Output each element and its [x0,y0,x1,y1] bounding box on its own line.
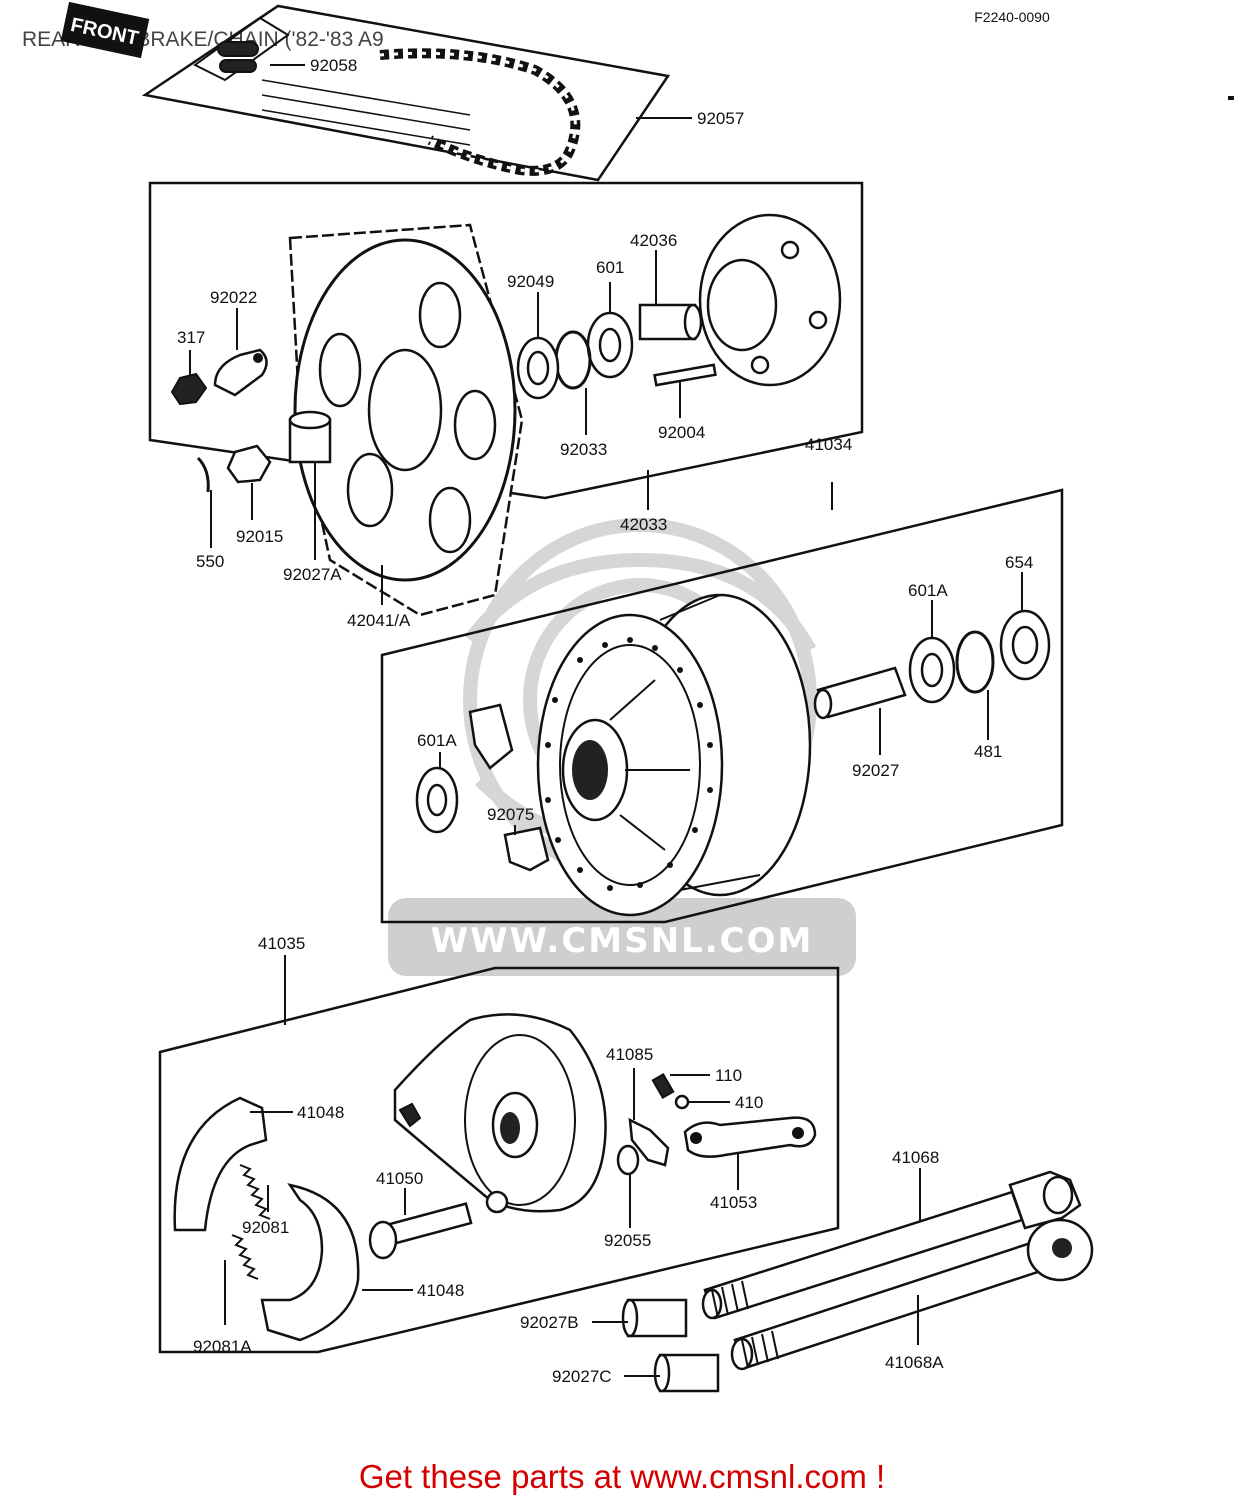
label-601A-right: 601A [908,581,948,600]
chain-icon [379,48,581,176]
label-42036: 42036 [630,231,677,250]
brake-panel-icon [393,1013,607,1214]
nut-317-icon [170,372,208,406]
sprocket-spacer-icon [288,410,332,464]
lock-plate-icon [213,348,268,397]
label-92027A: 92027A [283,565,342,584]
cam-lever-icon [683,1116,817,1158]
label-41048-top: 41048 [297,1103,344,1122]
label-41034: 41034 [805,435,852,454]
nut-410-icon [674,1094,690,1110]
axle-41068A-icon [730,1218,1094,1371]
axle-41068-icon [701,1170,1082,1320]
brake-spring-a-icon [231,1234,259,1280]
wheel-hub-assembly: 41034 654 601A 481 92027 601A 92075 [380,435,1064,924]
hub-damper-icon [468,703,550,872]
watermark-banner [388,898,856,976]
label-92075: 92075 [487,805,534,824]
label-92015: 92015 [236,527,283,546]
figure-code: F2240-0090 [974,9,1050,25]
bearing-601A-right-icon [908,636,956,704]
label-92058: 92058 [310,56,357,75]
label-481: 481 [974,742,1002,761]
wheel-hub-icon [536,593,812,917]
label-601: 601 [596,258,624,277]
distance-collar-icon [813,666,907,720]
corner-mark [1228,96,1234,100]
label-41068: 41068 [892,1148,939,1167]
axle-group: 41068 92027B 92027C 41068A [520,1148,1094,1393]
footer-link-text[interactable]: Get these parts at www.cmsnl.com ! [359,1458,885,1495]
label-92027C: 92027C [552,1367,612,1386]
oil-seal-92049-icon [516,336,560,400]
sleeve-92027C-icon [653,1353,720,1393]
label-41068A: 41068A [885,1353,944,1372]
watermark-text: WWW.CMSNL.COM [431,921,814,961]
chain-panel-outline [141,4,671,182]
label-92081: 92081 [242,1218,289,1237]
label-41035: 41035 [258,934,305,953]
stud-92004-icon [653,363,717,387]
brake-shoe-bottom-icon [260,1183,360,1342]
label-42033: 42033 [620,515,667,534]
brake-assembly: 41035 41048 41050 92081 92081A 41048 410… [158,934,840,1356]
rear-sprocket-icon [288,223,524,617]
master-link-icon [193,16,290,82]
brake-shoe-top-icon [173,1096,268,1232]
label-654: 654 [1005,553,1033,572]
label-41053: 41053 [710,1193,757,1212]
bearing-601A-left-icon [415,766,459,834]
sprocket-assembly: 92022 317 92015 550 92027A 42041/A 92049… [148,181,864,630]
coupling-collar-icon [638,303,703,341]
label-317: 317 [177,328,205,347]
bolt-110-icon [651,1072,675,1100]
label-92022: 92022 [210,288,257,307]
label-92027: 92027 [852,761,899,780]
washer-92055-icon [616,1144,640,1176]
label-92055: 92055 [604,1231,651,1250]
label-410: 410 [735,1093,763,1112]
label-92027B: 92027B [520,1313,579,1332]
wear-indicator-icon [628,1117,670,1167]
label-110: 110 [715,1066,742,1085]
label-42041A: 42041/A [347,611,411,630]
brake-cam-icon [368,1202,473,1260]
label-601A-left: 601A [417,731,457,750]
sprocket-coupling-icon [698,213,842,387]
brake-spring-icon [239,1164,271,1220]
circlip-92033-icon [554,330,592,390]
label-92049: 92049 [507,272,554,291]
cotter-pin-icon [196,456,210,493]
oil-seal-654-icon [999,609,1051,681]
label-550: 550 [196,552,224,571]
label-41050: 41050 [376,1169,423,1188]
castle-nut-icon [226,444,272,484]
bearing-601-icon [586,311,634,379]
front-badge: FRONT [60,1,150,59]
label-92081A: 92081A [193,1337,252,1356]
label-41085: 41085 [606,1045,653,1064]
circlip-481-icon [955,630,995,694]
label-41048-bottom: 41048 [417,1281,464,1300]
chain-assembly: FRONT 92058 92057 [60,1,744,182]
label-92004: 92004 [658,423,705,442]
label-92057: 92057 [697,109,744,128]
brake-panel-outline [158,966,840,1354]
hub-panel-outline [380,488,1064,924]
sleeve-92027B-icon [621,1298,688,1338]
label-92033: 92033 [560,440,607,459]
